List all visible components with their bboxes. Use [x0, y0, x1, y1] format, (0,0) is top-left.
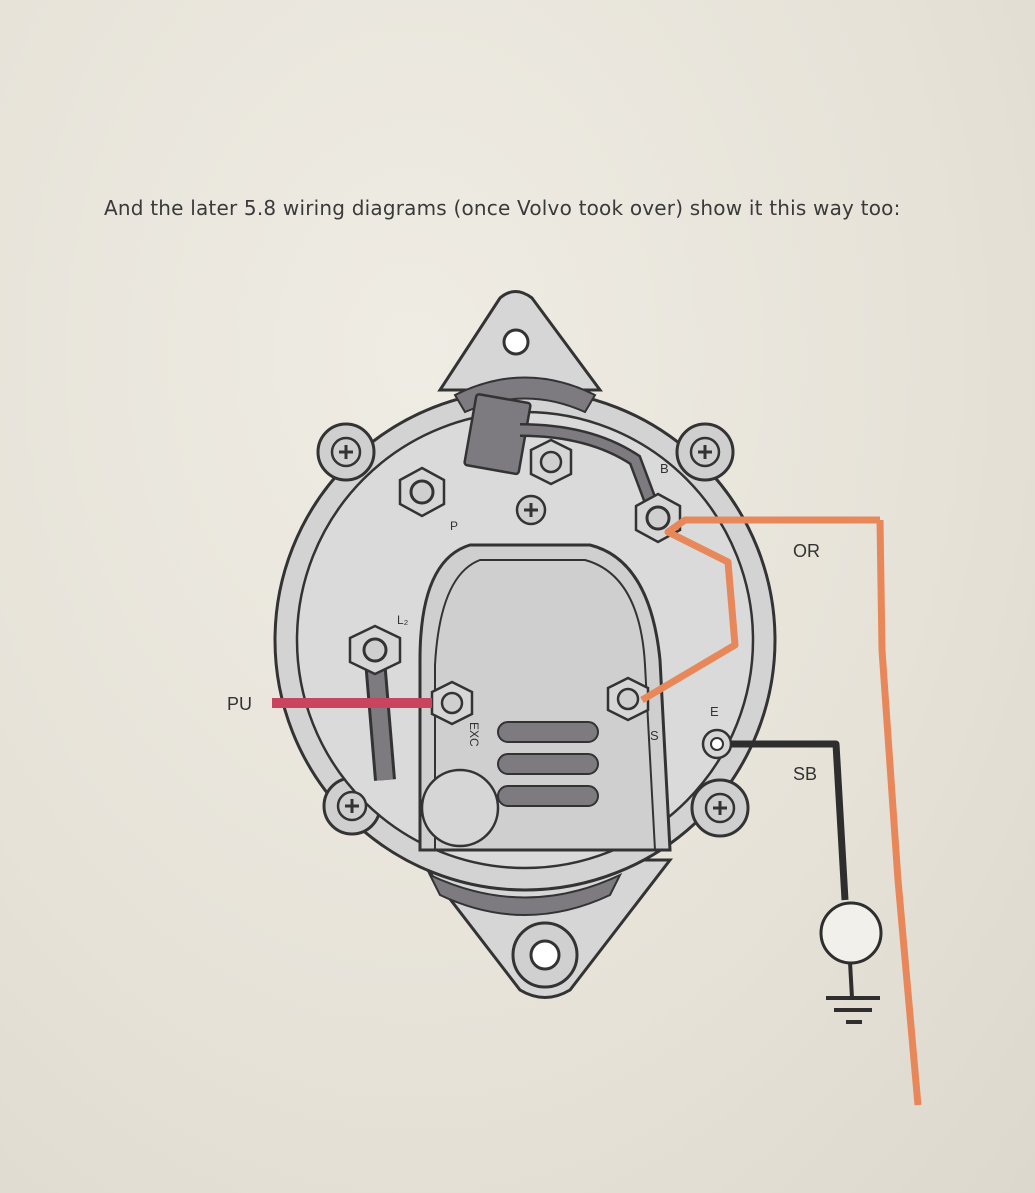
terminal-p-nut-icon	[398, 466, 446, 518]
screw-icon	[336, 790, 368, 822]
terminal-s-label: S	[650, 728, 659, 743]
screw-icon	[689, 436, 721, 468]
sb-wire	[731, 740, 849, 901]
ground-icon	[819, 901, 883, 1024]
terminal-e-stud-icon	[701, 728, 733, 760]
caption-text: And the later 5.8 wiring diagrams (once …	[104, 196, 901, 220]
sb-wire-label: SB	[793, 764, 817, 784]
screw-icon	[704, 792, 736, 824]
terminal-e-label: E	[710, 704, 719, 719]
pu-wire-label: PU	[227, 694, 252, 714]
top-mount-hole	[502, 328, 530, 356]
or-wire-label: OR	[793, 541, 820, 561]
terminal-s-nut-icon	[606, 676, 650, 722]
terminal-exc-nut-icon	[430, 680, 474, 726]
terminal-b-label: B	[660, 461, 669, 476]
terminal-l2-label: L₂	[397, 613, 409, 627]
terminal-exc-label: EXC	[467, 722, 481, 747]
screw-icon	[515, 494, 547, 526]
or-wire-terminal-segment	[640, 516, 880, 704]
nut-icon	[529, 438, 573, 486]
screw-icon	[330, 436, 362, 468]
alternator-housing	[273, 290, 777, 999]
bottom-mount-hole	[529, 939, 561, 971]
terminal-p-label: P	[450, 519, 458, 533]
or-wire-run	[876, 519, 922, 1106]
terminal-l2-nut-icon	[348, 624, 402, 676]
